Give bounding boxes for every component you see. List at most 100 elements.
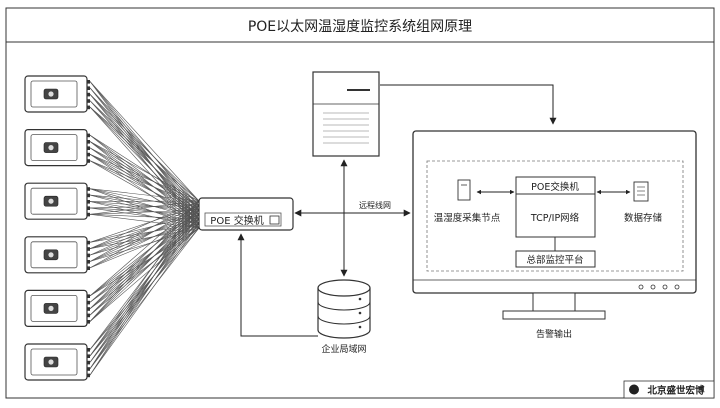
mesh-wire xyxy=(89,205,200,316)
mesh-wire xyxy=(89,154,200,202)
mesh-wire xyxy=(89,205,200,376)
server-body xyxy=(312,71,380,157)
mesh-wire xyxy=(89,200,200,357)
inner-switch-box xyxy=(515,176,596,238)
mesh-wire xyxy=(89,214,200,220)
mesh-wire xyxy=(89,134,200,206)
mesh-wire xyxy=(89,227,200,357)
link-label: 远程线网 xyxy=(359,200,391,210)
poe-switch: POE 交换机 xyxy=(198,197,294,231)
database-icon xyxy=(317,279,371,339)
platform-label: 总部监控平台 xyxy=(526,254,583,266)
mesh-wire xyxy=(89,194,200,206)
db-switch-link xyxy=(237,233,318,337)
mesh-wire xyxy=(89,106,200,220)
sensor-node-icon xyxy=(457,179,471,201)
brand-name: 北京盛世宏博 xyxy=(647,385,705,397)
sensor-device xyxy=(24,182,90,220)
mesh-wire xyxy=(89,106,200,211)
mesh-wire xyxy=(89,200,200,369)
server-monitor-link xyxy=(380,84,557,125)
camera-icon xyxy=(43,303,59,314)
poe-switch-label: POE 交换机 xyxy=(210,214,263,227)
device-mesh-lines xyxy=(89,81,200,376)
camera-icon xyxy=(43,142,59,153)
mesh-wire xyxy=(89,218,200,369)
mesh-wire xyxy=(89,209,200,297)
sensor-device-column xyxy=(24,75,90,381)
mesh-wire xyxy=(89,81,200,211)
mesh-wire xyxy=(89,188,200,202)
mesh-wire xyxy=(89,201,200,211)
mesh-wire xyxy=(89,214,200,229)
mesh-wire xyxy=(89,200,200,262)
mesh-wire xyxy=(89,106,200,229)
mesh-wire xyxy=(89,205,200,243)
mesh-wire xyxy=(89,94,200,211)
mesh-wire xyxy=(89,205,200,256)
mesh-wire xyxy=(89,106,200,202)
sensor-device xyxy=(24,289,90,327)
storage-label: 数据存储 xyxy=(624,212,663,224)
platform-box xyxy=(515,250,596,268)
sensor-node-label: 温湿度采集节点 xyxy=(434,212,501,224)
mesh-wire xyxy=(89,154,200,220)
monitor-base xyxy=(502,310,606,320)
mesh-wire xyxy=(89,218,200,357)
alarm-output-label: 告警输出 xyxy=(536,328,572,340)
mesh-wire xyxy=(89,205,200,363)
mesh-wire xyxy=(89,160,200,224)
mesh-wire xyxy=(89,214,200,363)
mesh-wire xyxy=(89,87,200,206)
tcpip-label: TCP/IP网络 xyxy=(530,212,580,224)
mesh-wire xyxy=(89,200,200,309)
mesh-wire xyxy=(89,227,200,369)
mesh-wire xyxy=(89,223,200,363)
server-tower xyxy=(312,71,380,157)
mesh-wire xyxy=(89,200,200,297)
poe-switch-label-panel xyxy=(204,212,282,227)
mesh-wire xyxy=(89,209,200,215)
monitor: POE交换机 TCP/IP网络 总部监控平台 温湿度采集节点 数据存储 xyxy=(412,130,697,320)
inner-switch-label: POE交换机 xyxy=(531,181,579,193)
mesh-wire xyxy=(89,223,200,376)
mesh-wire xyxy=(89,100,200,206)
mesh-wire xyxy=(89,200,200,215)
sensor-device xyxy=(24,75,90,113)
brand-logo: 北京盛世宏博 xyxy=(623,380,715,399)
mesh-wire xyxy=(89,160,200,206)
mesh-wire xyxy=(89,209,200,369)
mesh-wire xyxy=(89,207,200,215)
mesh-wire xyxy=(89,223,200,350)
mesh-wire xyxy=(89,214,200,350)
sensor-device xyxy=(24,236,90,274)
sensor-device xyxy=(24,129,90,167)
mesh-wire xyxy=(89,205,200,303)
camera-icon xyxy=(43,195,59,207)
mesh-wire xyxy=(89,141,200,202)
sensor-device xyxy=(24,343,90,381)
mesh-wire xyxy=(89,200,200,249)
mesh-wire xyxy=(89,160,200,215)
diagram-title: POE以太网温湿度监控系统组网原理 xyxy=(248,19,472,35)
brand-logo-icon xyxy=(629,384,639,395)
lan-label: 企业局域网 xyxy=(321,343,366,355)
mesh-wire xyxy=(89,81,200,202)
mesh-wire xyxy=(89,200,200,202)
port-icon xyxy=(269,215,280,225)
mesh-wire xyxy=(89,147,200,206)
platform-dashed-box xyxy=(426,160,684,272)
mesh-wire xyxy=(89,205,200,269)
mesh-wire xyxy=(89,214,200,376)
mesh-wire xyxy=(89,205,200,209)
camera-icon xyxy=(43,88,59,100)
mesh-wire xyxy=(89,154,200,211)
mesh-wire xyxy=(89,141,200,211)
mesh-wire xyxy=(89,94,200,202)
mesh-wire xyxy=(89,200,200,322)
camera-icon xyxy=(43,249,59,261)
camera-icon xyxy=(43,356,59,368)
mesh-wire xyxy=(89,100,200,215)
